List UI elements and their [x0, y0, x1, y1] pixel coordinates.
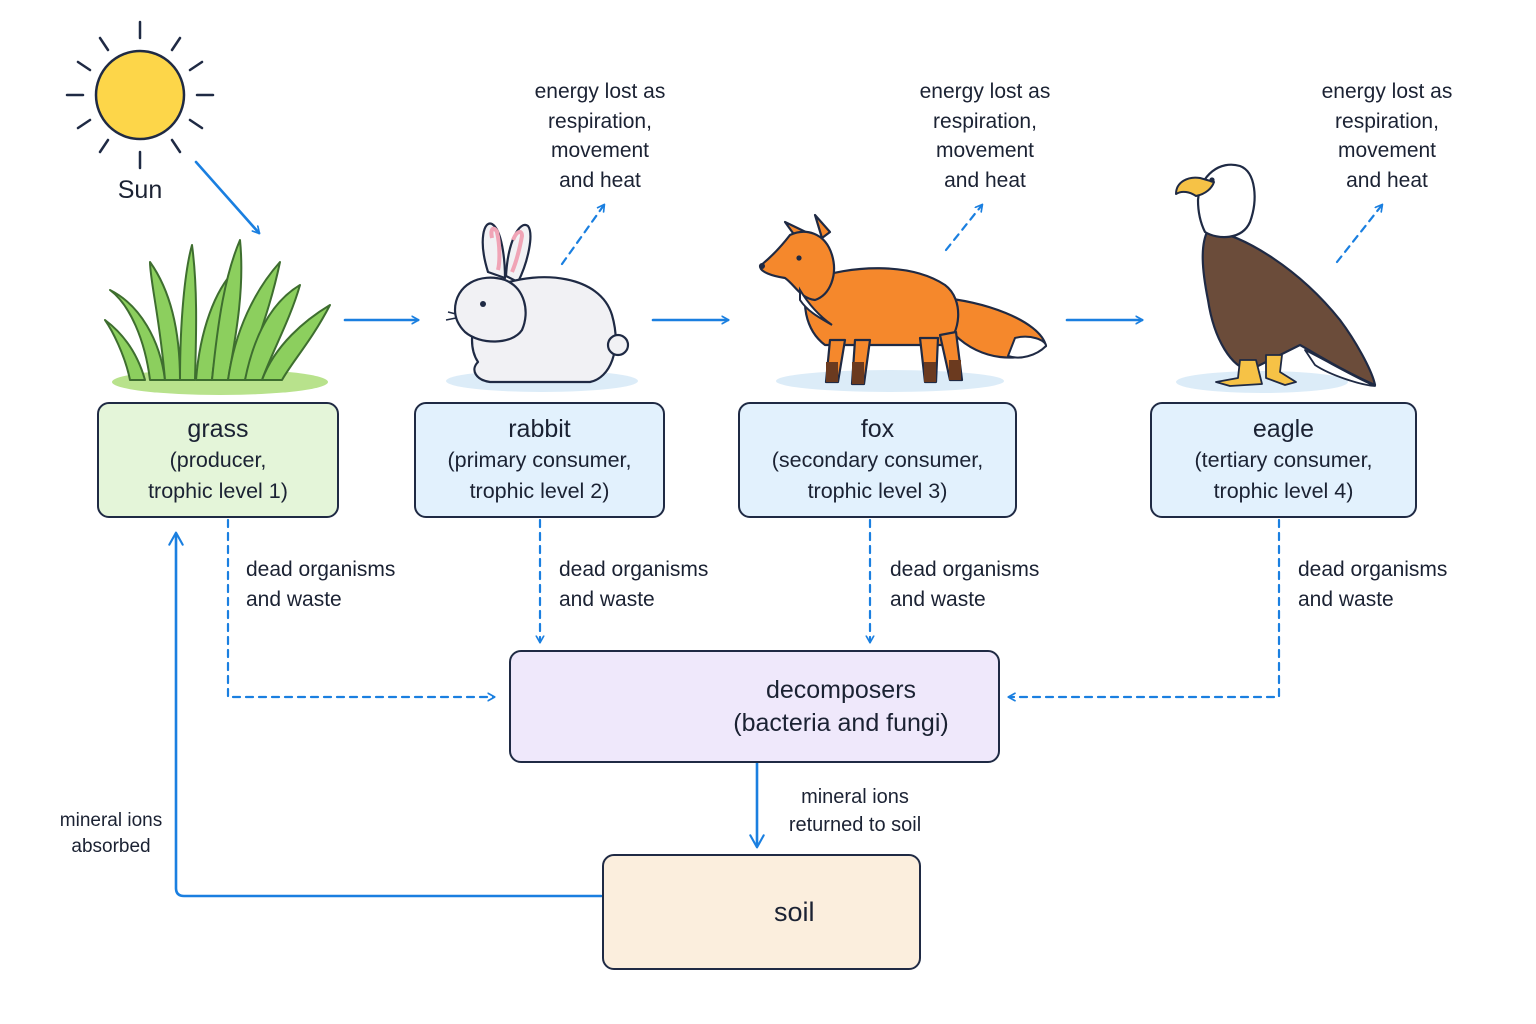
energy-loss-line: and heat — [559, 168, 641, 192]
energy-loss-line: and heat — [1346, 168, 1428, 192]
rabbit-role: (primary consumer, — [447, 448, 632, 472]
energy-loss-label-rabbit: energy lost as respiration, movement and… — [500, 77, 700, 195]
sun-to-grass-arrow — [194, 160, 259, 233]
rabbit-level: trophic level 2) — [469, 479, 610, 503]
rabbit-box: rabbit (primary consumer, trophic level … — [414, 402, 665, 518]
energy-loss-line: movement — [1337, 139, 1437, 162]
energy-loss-line: movement — [550, 139, 650, 162]
energy-loss-arrow-fox — [944, 205, 982, 252]
dead-label-fox: dead organisms and waste — [890, 555, 1060, 614]
mineral-absorb-line: absorbed — [71, 836, 151, 857]
energy-loss-label-fox: energy lost as respiration, movement and… — [885, 77, 1085, 195]
dead-label-grass: dead organisms and waste — [246, 555, 416, 614]
energy-loss-line: respiration, — [1335, 109, 1439, 133]
eagle-dead-arrow — [1009, 518, 1281, 697]
energy-loss-line: and heat — [944, 168, 1026, 192]
fox-role: (secondary consumer, — [771, 448, 984, 472]
eagle-icon — [1175, 163, 1377, 393]
grass-icon — [104, 239, 331, 395]
eagle-role: (tertiary consumer, — [1194, 448, 1373, 472]
grass-role: (producer, — [169, 448, 267, 472]
eagle-box: eagle (tertiary consumer, trophic level … — [1150, 402, 1417, 518]
mineral-absorb-label: mineral ions absorbed — [50, 808, 172, 860]
soil-to-grass-arrow — [168, 531, 603, 898]
energy-loss-arrow-rabbit — [560, 205, 604, 266]
mineral-return-line: mineral ions — [801, 786, 909, 808]
dead-label-line: and waste — [1298, 587, 1394, 611]
fox-name: fox — [860, 415, 895, 443]
grass-box: grass (producer, trophic level 1) — [97, 402, 339, 518]
soil-box: soil — [602, 854, 921, 970]
dead-label-line: dead organisms — [559, 558, 709, 581]
energy-loss-label-eagle: energy lost as respiration, movement and… — [1287, 77, 1487, 195]
mineral-return-label: mineral ions returned to soil — [770, 783, 940, 839]
decomposers-detail: (bacteria and fungi) — [733, 708, 949, 737]
dead-label-line: and waste — [559, 587, 655, 611]
grass-dead-arrow — [226, 518, 494, 697]
dead-label-eagle: dead organisms and waste — [1298, 555, 1468, 614]
dead-label-line: dead organisms — [246, 558, 396, 581]
sun-label: Sun — [117, 176, 163, 204]
dead-label-line: and waste — [246, 587, 342, 611]
dead-label-line: dead organisms — [890, 558, 1040, 581]
decomposers-box: decomposers (bacteria and fungi) — [509, 650, 1000, 763]
mineral-return-line: returned to soil — [788, 814, 922, 836]
energy-loss-arrow-eagle — [1335, 205, 1382, 264]
soil-name: soil — [774, 897, 815, 927]
rabbit-icon — [445, 222, 638, 392]
eagle-name: eagle — [1252, 415, 1315, 443]
energy-loss-line: energy lost as — [534, 80, 666, 103]
sun-icon — [65, 20, 215, 170]
grass-name: grass — [187, 415, 249, 443]
energy-loss-line: energy lost as — [1321, 80, 1453, 103]
energy-loss-line: respiration, — [548, 109, 652, 133]
eagle-level: trophic level 4) — [1213, 479, 1354, 503]
decomposers-name: decomposers — [765, 675, 917, 704]
fox-icon — [758, 213, 1048, 392]
dead-label-line: dead organisms — [1298, 558, 1448, 581]
fox-box: fox (secondary consumer, trophic level 3… — [738, 402, 1017, 518]
mineral-absorb-line: mineral ions — [59, 810, 163, 831]
energy-loss-line: movement — [935, 139, 1035, 162]
grass-level: trophic level 1) — [148, 479, 288, 503]
dead-label-rabbit: dead organisms and waste — [559, 555, 729, 614]
energy-loss-line: energy lost as — [919, 80, 1051, 103]
rabbit-name: rabbit — [508, 415, 571, 443]
dead-label-line: and waste — [890, 587, 986, 611]
fox-level: trophic level 3) — [807, 479, 948, 503]
energy-loss-line: respiration, — [933, 109, 1037, 133]
